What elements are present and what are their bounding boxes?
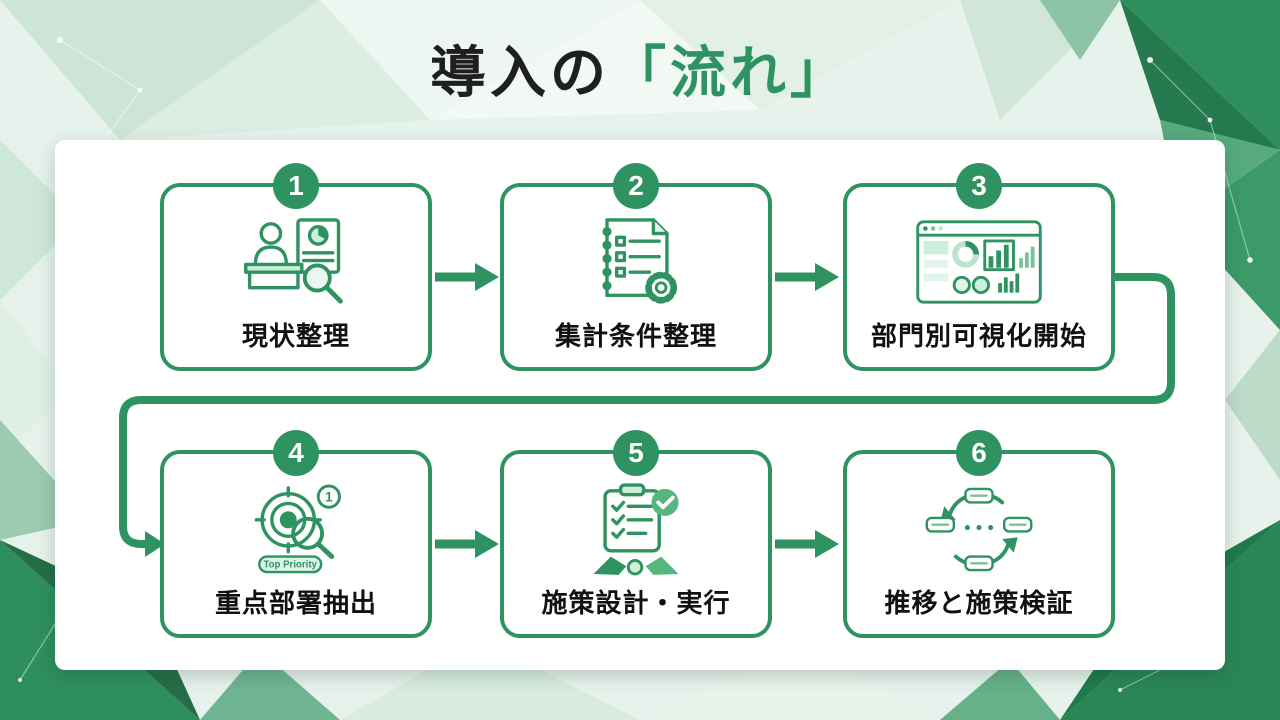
step-number-badge: 4 [273,430,319,476]
target-magnifier-icon: 1 Top Priority [164,478,428,580]
step-number-badge: 5 [613,430,659,476]
flow-panel: 1 [55,140,1225,670]
clipboard-handshake-icon [504,478,768,580]
step-label: 部門別可視化開始 [870,321,1087,351]
checklist-gear-icon [504,211,768,313]
step-card-2: 2 [500,163,772,371]
step-card-4: 4 1 To [160,430,432,638]
title-highlight: 「流れ」 [610,41,850,104]
arrow-right-icon [775,263,839,291]
step-card-3: 3 [843,163,1115,371]
arrow-right-icon [435,263,499,291]
step-number-badge: 6 [956,430,1002,476]
title-prefix: 導入の [430,41,610,104]
step-label: 推移と施策検証 [884,588,1074,618]
page-title: 導入の「流れ」 [0,28,1280,109]
dashboard-charts-icon [847,211,1111,313]
step-card-6: 6 [843,430,1115,638]
step-label: 重点部署抽出 [214,588,377,618]
step-label: 集計条件整理 [554,321,717,351]
step-number-badge: 1 [273,163,319,209]
arrow-right-icon [435,530,499,558]
arrow-right-icon [775,530,839,558]
step-card-5: 5 施策設計・実行 [500,430,772,638]
person-analysis-icon [164,211,428,313]
step-number-badge: 3 [956,163,1002,209]
svg-text:1: 1 [325,489,333,504]
step-card-1: 1 [160,163,432,371]
step-number-badge: 2 [613,163,659,209]
svg-text:Top Priority: Top Priority [263,559,317,570]
cycle-arrows-icon [847,478,1111,580]
step-label: 現状整理 [241,321,350,351]
step-label: 施策設計・実行 [541,588,731,618]
